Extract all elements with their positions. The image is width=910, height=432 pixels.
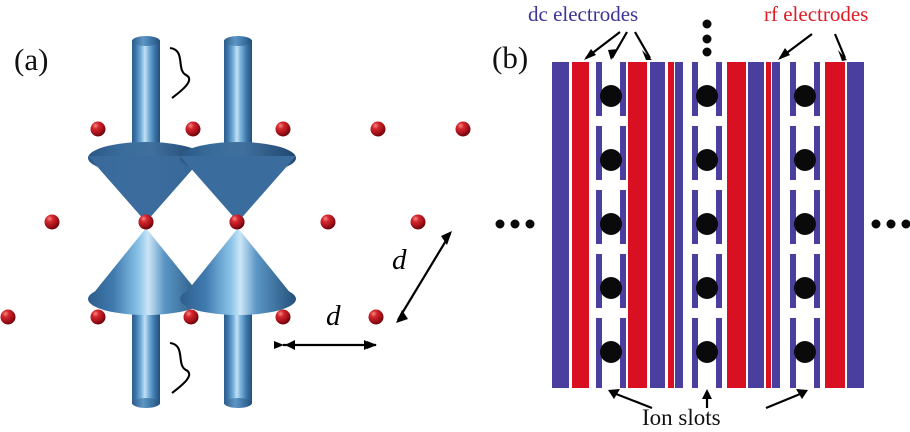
laser-beam-top-left	[88, 36, 204, 222]
ellipsis-right	[871, 219, 910, 229]
ion-row-top	[90, 121, 471, 137]
ellipsis-left	[495, 219, 535, 229]
ion-lattice-a	[0, 36, 471, 408]
gaussian-profile-bottom	[169, 341, 191, 394]
distance-arrow-horizontal	[274, 340, 377, 350]
laser-beam-bottom-left	[88, 228, 204, 408]
panel-b-label: (b)	[492, 40, 529, 75]
distance-arrow-diagonal	[396, 231, 452, 323]
ion-slots-label: Ion slots	[642, 405, 721, 430]
dc-wide-electrodes	[552, 62, 864, 388]
rf-leader-arrowheads	[778, 48, 847, 61]
rf-wide-electrodes	[572, 62, 845, 388]
laser-beam-top-right	[180, 36, 296, 222]
ion-focus-right	[229, 214, 245, 230]
distance-label-diagonal: d	[392, 244, 407, 276]
electrode-array	[495, 19, 910, 410]
trapped-ions	[600, 85, 816, 363]
ellipsis-top	[702, 19, 712, 57]
rf-electrodes-label: rf electrodes	[764, 2, 869, 26]
laser-beam-bottom-right	[180, 228, 296, 408]
ion-focus-left	[138, 214, 154, 230]
panel-a: (a)	[0, 36, 471, 408]
distance-label-horizontal: d	[326, 300, 341, 332]
dc-electrodes-label: dc electrodes	[528, 2, 639, 26]
gaussian-profile-top	[169, 46, 191, 99]
rf-leader-arrows	[779, 33, 847, 59]
dc-leader-arrowheads	[584, 49, 652, 60]
ion-row-bottom	[0, 309, 384, 325]
panel-b: dc electrodes rf electrodes (b)	[480, 0, 910, 432]
dc-leader-arrows	[585, 31, 651, 59]
panel-a-label: (a)	[14, 42, 49, 77]
ion-slot-leader-arrowheads	[608, 389, 808, 399]
dc-segmented-electrodes	[596, 62, 820, 388]
